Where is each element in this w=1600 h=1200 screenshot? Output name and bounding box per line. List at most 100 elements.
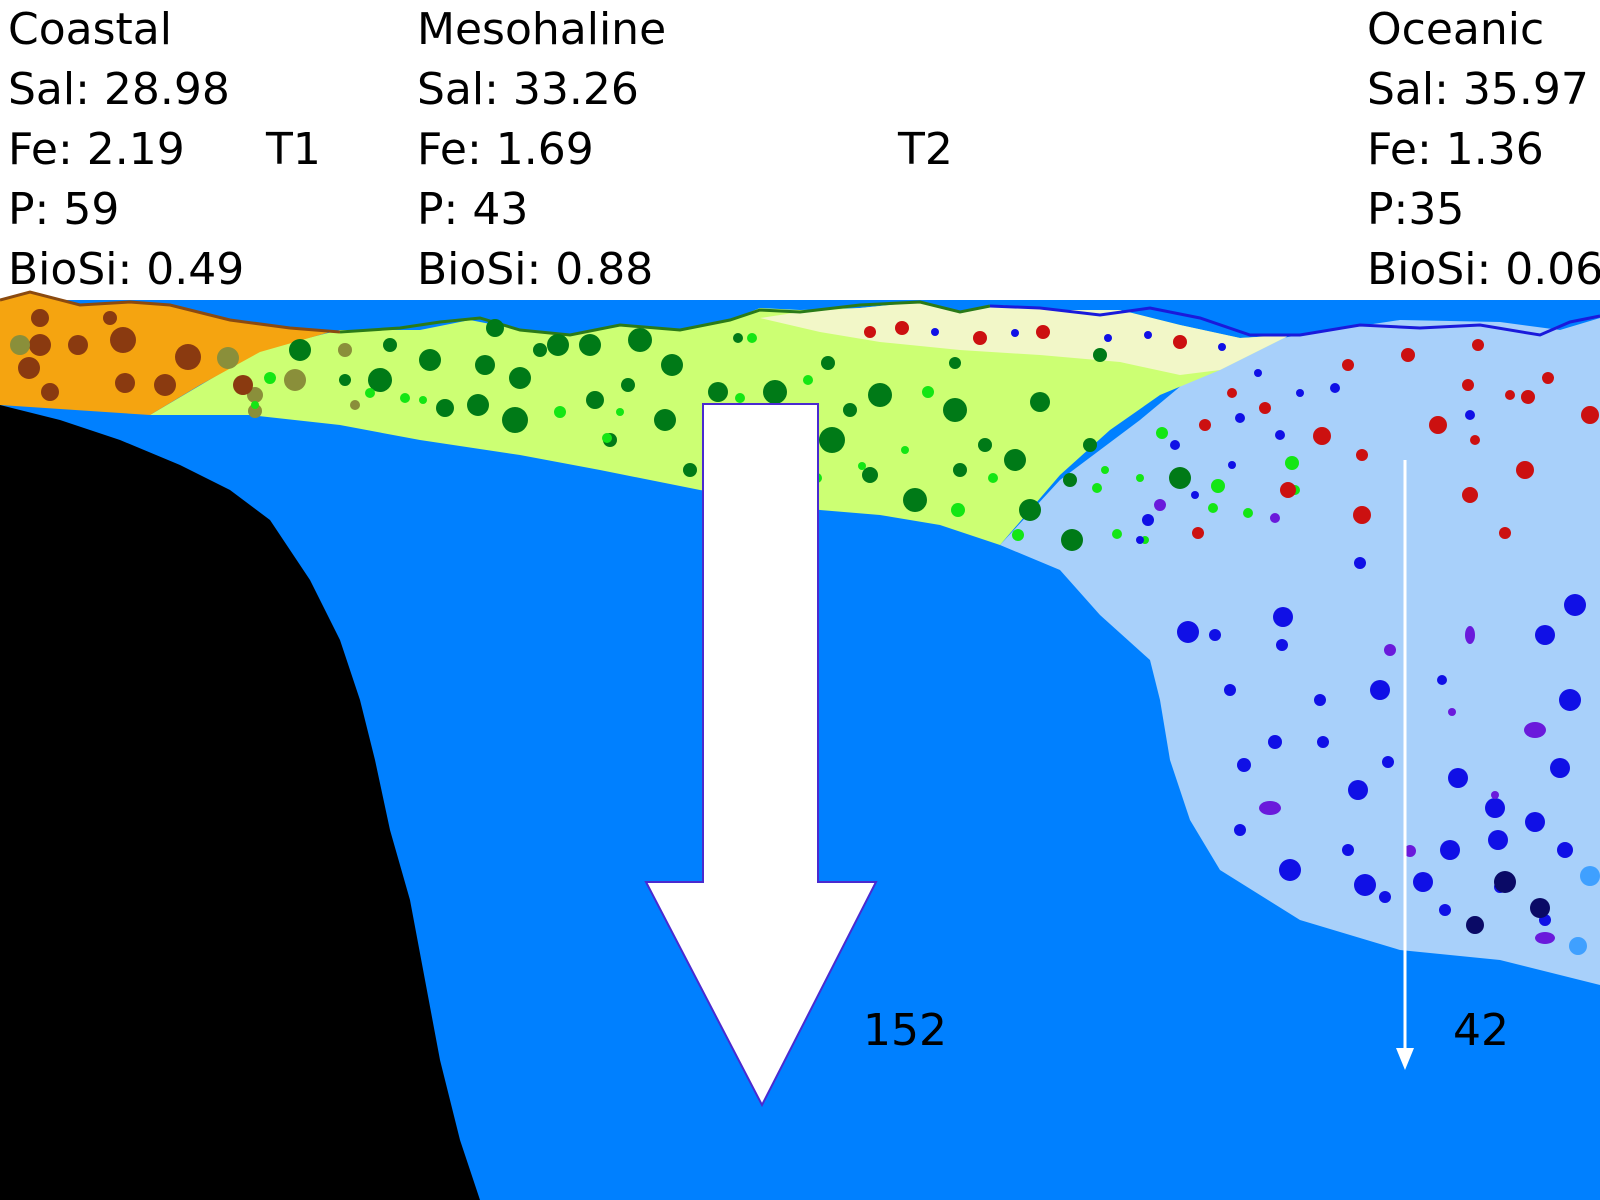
phytoplankton-cell <box>988 473 998 483</box>
phytoplankton-cell <box>901 446 909 454</box>
phytoplankton-cell <box>1521 390 1535 404</box>
phytoplankton-cell <box>747 333 757 343</box>
phytoplankton-cell <box>1448 768 1468 788</box>
phytoplankton-cell <box>1413 872 1433 892</box>
phytoplankton-cells <box>10 309 1600 955</box>
phytoplankton-cell <box>68 335 88 355</box>
coastal-biosi: BioSi: 0.49 <box>8 244 244 295</box>
phytoplankton-cell <box>708 382 728 402</box>
phytoplankton-cell <box>115 373 135 393</box>
phytoplankton-cell <box>1356 449 1368 461</box>
phytoplankton-cell <box>922 386 934 398</box>
phytoplankton-cell <box>547 334 569 356</box>
phytoplankton-cell <box>1270 513 1280 523</box>
phytoplankton-cell <box>1083 438 1097 452</box>
phytoplankton-cell <box>1268 735 1282 749</box>
phytoplankton-cell <box>1273 607 1293 627</box>
phytoplankton-cell <box>661 354 683 376</box>
phytoplankton-cell <box>1192 527 1204 539</box>
phytoplankton-cell <box>1379 891 1391 903</box>
phytoplankton-cell <box>868 383 892 407</box>
phytoplankton-cell <box>819 427 845 453</box>
oceanic-salinity: Sal: 35.97 <box>1367 64 1589 115</box>
phytoplankton-cell <box>1227 388 1237 398</box>
phytoplankton-cell <box>1525 812 1545 832</box>
phytoplankton-cell <box>1104 334 1112 342</box>
phytoplankton-cell <box>1314 694 1326 706</box>
phytoplankton-cell <box>1429 416 1447 434</box>
phytoplankton-cell <box>41 383 59 401</box>
phytoplankton-cell <box>1535 932 1555 944</box>
phytoplankton-cell <box>1136 536 1144 544</box>
phytoplankton-cell <box>1550 758 1570 778</box>
phytoplankton-cell <box>1440 840 1460 860</box>
phytoplankton-cell <box>1581 406 1599 424</box>
phytoplankton-cell <box>1259 402 1271 414</box>
phytoplankton-cell <box>943 398 967 422</box>
phytoplankton-cell <box>284 369 306 391</box>
phytoplankton-cell <box>1448 708 1456 716</box>
phytoplankton-cell <box>803 375 813 385</box>
phytoplankton-cell <box>1156 427 1168 439</box>
phytoplankton-cell <box>1063 473 1077 487</box>
phytoplankton-cell <box>1569 937 1587 955</box>
phytoplankton-cell <box>1199 419 1211 431</box>
phytoplankton-cell <box>1012 529 1024 541</box>
phytoplankton-cell <box>475 355 495 375</box>
phytoplankton-cell <box>683 463 697 477</box>
phytoplankton-cell <box>895 321 909 335</box>
coastal-fe: Fe: 2.19 <box>8 124 185 175</box>
oceanic-p: P:35 <box>1367 184 1464 235</box>
phytoplankton-cell <box>949 357 961 369</box>
phytoplankton-cell <box>1004 449 1026 471</box>
phytoplankton-cell <box>1330 383 1340 393</box>
phytoplankton-cell <box>1169 467 1191 489</box>
phytoplankton-cell <box>467 394 489 416</box>
phytoplankton-cell <box>1564 594 1586 616</box>
phytoplankton-cell <box>616 408 624 416</box>
mesohaline-fe: Fe: 1.69 <box>417 124 594 175</box>
phytoplankton-cell <box>1382 756 1394 768</box>
seafloor-shelf <box>0 405 480 1200</box>
phytoplankton-cell <box>1154 499 1166 511</box>
phytoplankton-cell <box>1208 503 1218 513</box>
phytoplankton-cell <box>1061 529 1083 551</box>
phytoplankton-cell <box>1276 639 1288 651</box>
phytoplankton-cell <box>1404 845 1416 857</box>
phytoplankton-cell <box>1342 359 1354 371</box>
phytoplankton-cell <box>1530 898 1550 918</box>
phytoplankton-cell <box>502 407 528 433</box>
phytoplankton-cell <box>1472 339 1484 351</box>
phytoplankton-cell <box>419 349 441 371</box>
thin-flux-arrow-head <box>1396 1048 1414 1070</box>
phytoplankton-cell <box>1354 557 1366 569</box>
phytoplankton-cell <box>973 331 987 345</box>
phytoplankton-cell <box>383 338 397 352</box>
phytoplankton-cell <box>1170 440 1180 450</box>
phytoplankton-cell <box>1466 916 1484 934</box>
phytoplankton-cell <box>338 343 352 357</box>
phytoplankton-cell <box>1191 491 1199 499</box>
phytoplankton-cell <box>1030 392 1050 412</box>
phytoplankton-cell <box>31 309 49 327</box>
phytoplankton-cell <box>978 438 992 452</box>
phytoplankton-cell <box>1470 435 1480 445</box>
phytoplankton-cell <box>248 404 262 418</box>
phytoplankton-cell <box>602 433 612 443</box>
phytoplankton-cell <box>654 409 676 431</box>
mesohaline-salinity: Sal: 33.26 <box>417 64 639 115</box>
mesohaline-p: P: 43 <box>417 184 528 235</box>
mesohaline-surface-outline <box>339 300 991 337</box>
phytoplankton-cell <box>419 396 427 404</box>
phytoplankton-cell <box>1542 372 1554 384</box>
phytoplankton-cell <box>400 393 410 403</box>
oceanic-surface-water <box>1000 318 1600 985</box>
phytoplankton-cell <box>154 374 176 396</box>
phytoplankton-cell <box>1234 824 1246 836</box>
phytoplankton-cell <box>579 334 601 356</box>
phytoplankton-cell <box>843 403 857 417</box>
phytoplankton-cell <box>18 357 40 379</box>
phytoplankton-cell <box>289 339 311 361</box>
phytoplankton-cell <box>1559 689 1581 711</box>
phytoplankton-cell <box>821 356 835 370</box>
